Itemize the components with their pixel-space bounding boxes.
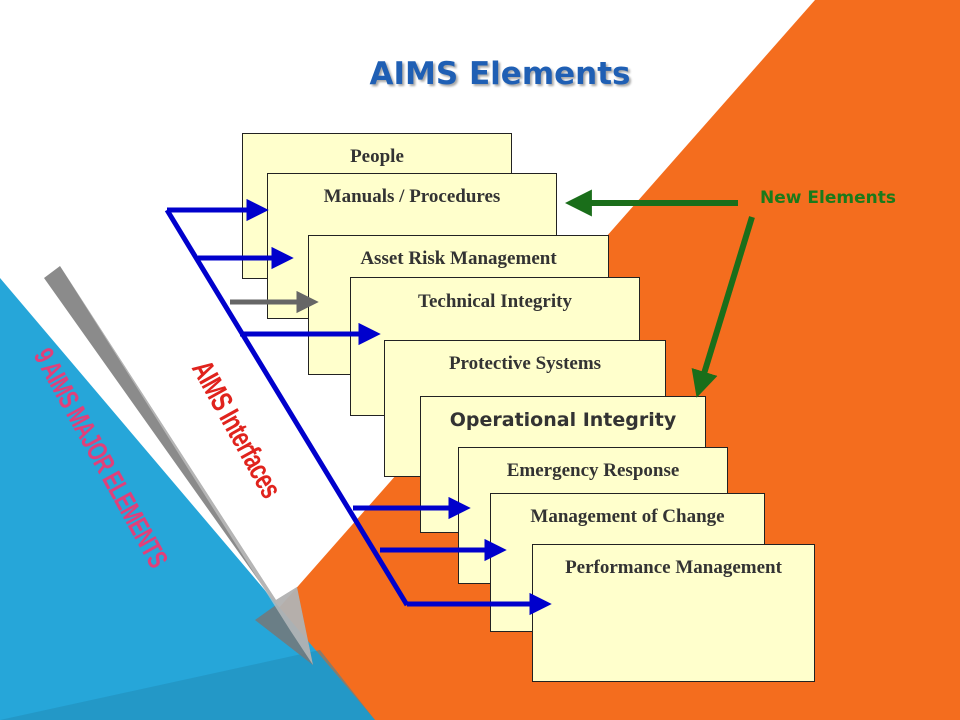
card-performance-management: Performance Management: [532, 544, 815, 682]
interfaces-spine: [164, 208, 410, 607]
card-label: People: [350, 146, 404, 167]
card-label: Emergency Response: [506, 460, 680, 481]
major-elements-arrow: [44, 266, 313, 665]
card-label: Manuals / Procedures: [323, 186, 501, 207]
new-element-arrow: [691, 216, 755, 398]
card-label: Performance Management: [565, 557, 782, 578]
card-label: Protective Systems: [448, 353, 602, 374]
card-label: Management of Change: [530, 506, 725, 527]
card-label: Technical Integrity: [418, 291, 572, 312]
page-title: AIMS Elements: [369, 56, 631, 92]
major-elements-arrow-highlight: [60, 266, 313, 665]
card-label: Operational Integrity: [449, 409, 677, 431]
blue-shadow: [0, 650, 375, 720]
new-elements-label: New Elements: [760, 188, 896, 208]
card-label: Asset Risk Management: [360, 248, 557, 269]
